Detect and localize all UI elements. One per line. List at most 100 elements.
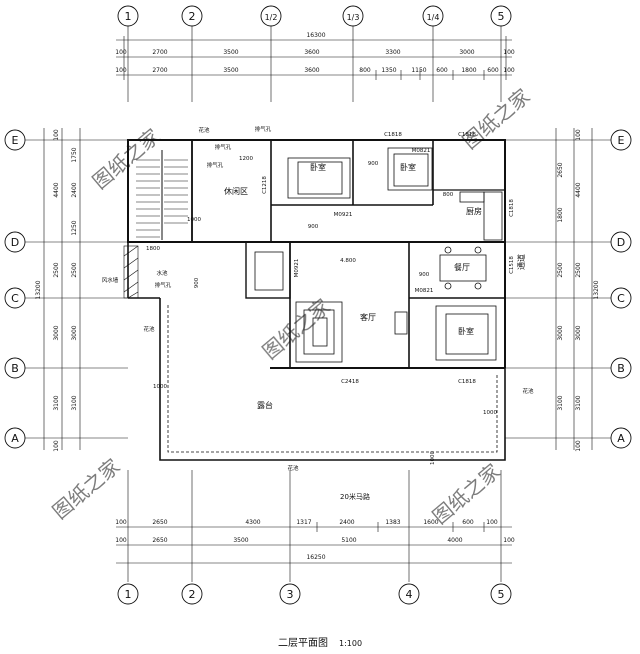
left-dimensions: 13200 100 4400 2500 3000 3100 100 1750 2… (35, 129, 78, 452)
left-inner-6: 3100 (71, 395, 78, 410)
axis-label-top-1: 1 (125, 10, 132, 23)
bottom-dim2-5: 4000 (447, 537, 462, 544)
right-outer-5: 3100 (575, 395, 582, 410)
left-inner-5: 3000 (71, 325, 78, 340)
row-label-right-E: E (618, 134, 625, 147)
label-flower-2: 花池 (143, 325, 155, 333)
axis-label-bottom-3: 3 (287, 588, 294, 601)
left-dimension-lines (43, 128, 593, 450)
top-dim2-7: 1150 (411, 67, 426, 74)
watermark-4: 图纸之家 (48, 454, 125, 524)
room-labels: 卧室 卧室 卧室 客厅 厨房 餐厅 休闲区 露台 通道 (224, 162, 526, 410)
top-axis-bubbles (117, 5, 512, 27)
top-dim2-8: 600 (436, 67, 448, 74)
tag-window-1: C1818 (384, 132, 402, 138)
top-dim2-1: 100 (115, 67, 127, 74)
left-inner-4: 2500 (71, 262, 78, 277)
row-axis-labels: E D C B A E D C B A (11, 134, 625, 445)
top-dim2-5: 800 (359, 67, 371, 74)
row-label-right-D: D (617, 236, 625, 249)
top-axis-labels: 1 2 1/2 1/3 1/4 5 (125, 10, 505, 23)
room-bedroom-3: 卧室 (458, 326, 474, 336)
top-dim2-10: 600 (487, 67, 499, 74)
top-axis-lines (127, 26, 502, 102)
tag-door-1: M0921 (334, 212, 353, 218)
label-road: 20米马路 (340, 492, 370, 501)
room-kitchen: 厨房 (466, 206, 482, 216)
bottom-dim-2: 2650 (152, 519, 167, 526)
walls (127, 139, 506, 369)
bottom-axis-labels: 1 2 3 4 5 (125, 588, 505, 601)
top-dim-3: 3500 (223, 49, 238, 56)
label-hw-plate: 排气孔 (155, 281, 172, 289)
bottom-dim-1: 100 (115, 519, 127, 526)
top-dim-2: 2700 (152, 49, 167, 56)
label-flower-3: 花池 (522, 387, 534, 395)
row-label-left-D: D (11, 236, 19, 249)
room-dining: 餐厅 (454, 263, 470, 272)
left-outer-6: 100 (53, 440, 60, 452)
bottom-dim-3: 4300 (245, 519, 260, 526)
bottom-dim-7: 1600 (423, 519, 438, 526)
bottom-dim-4: 1317 (296, 519, 311, 526)
right-inner-1: 2650 (557, 162, 564, 177)
kitchen-counter (459, 191, 503, 241)
interior-dim-1: 900 (368, 161, 379, 167)
row-label-left-E: E (12, 134, 19, 147)
bottom-dim2-6: 100 (503, 537, 515, 544)
left-total-dim: 13200 (35, 280, 42, 299)
right-dimensions: 13200 100 4400 2500 3000 3100 100 2650 1… (557, 129, 600, 452)
bottom-dimensions: 100 2650 4300 1317 2400 1383 1600 600 10… (115, 519, 515, 561)
drawing-caption: 二层平面图 1:100 (278, 637, 362, 649)
row-label-left-C: C (11, 292, 19, 305)
row-label-left-B: B (11, 362, 19, 375)
right-outer-2: 4400 (575, 182, 582, 197)
left-outer-5: 3100 (53, 395, 60, 410)
bottom-total-dim: 16250 (306, 554, 325, 561)
right-outer-1: 100 (575, 129, 582, 141)
row-label-left-A: A (11, 432, 19, 445)
top-dim-7: 100 (503, 49, 515, 56)
label-handrail-1: 排气孔 (255, 125, 272, 133)
label-handrail-2: 排气孔 (215, 143, 232, 151)
interior-dim-10: 900 (194, 277, 200, 288)
terrace-parapet (127, 242, 506, 461)
left-inner-1: 1750 (71, 147, 78, 162)
interior-dim-3: 1800 (146, 246, 160, 252)
room-bedroom-2: 卧室 (400, 162, 416, 172)
room-lounge: 休闲区 (224, 186, 248, 196)
room-corridor: 通道 (516, 254, 526, 270)
top-dim2-11: 100 (503, 67, 515, 74)
left-outer-3: 2500 (53, 262, 60, 277)
top-dimension-lines (116, 36, 512, 80)
interior-dim-2: 1200 (239, 156, 253, 162)
label-wind-wall: 风水墙 (102, 276, 119, 284)
feng-shui-wall (123, 245, 139, 299)
tag-window-5: C1218 (262, 176, 268, 194)
label-exhaust: 排气孔 (207, 161, 224, 169)
interior-dim-8: 1000 (153, 384, 167, 390)
bottom-dim2-2: 2650 (152, 537, 167, 544)
top-dim2-9: 1800 (461, 67, 476, 74)
tag-window-4: C1818 (509, 199, 515, 217)
row-axis-lines (25, 139, 611, 439)
right-outer-3: 2500 (575, 262, 582, 277)
interior-dim-5: 900 (308, 224, 319, 230)
axis-label-top-1-3: 1/3 (347, 13, 360, 22)
label-flower-4: 花池 (287, 464, 299, 472)
watermark-1: 图纸之家 (88, 124, 165, 194)
bottom-dim-8: 600 (462, 519, 474, 526)
right-inner-2: 1800 (557, 207, 564, 222)
bottom-dim-5: 2400 (339, 519, 354, 526)
interior-dim-6: 1000 (187, 217, 201, 223)
axis-label-top-2: 2 (189, 10, 196, 23)
left-inner-2: 2400 (71, 182, 78, 197)
interior-dim-4: 800 (443, 192, 454, 198)
label-flower-1: 花池 (198, 126, 210, 134)
interior-dim-9: 1000 (483, 410, 497, 416)
staircase (136, 150, 188, 240)
axis-label-bottom-2: 2 (189, 588, 196, 601)
tag-door-3: M0821 (412, 148, 431, 154)
tag-window-7: C1518 (509, 256, 515, 274)
